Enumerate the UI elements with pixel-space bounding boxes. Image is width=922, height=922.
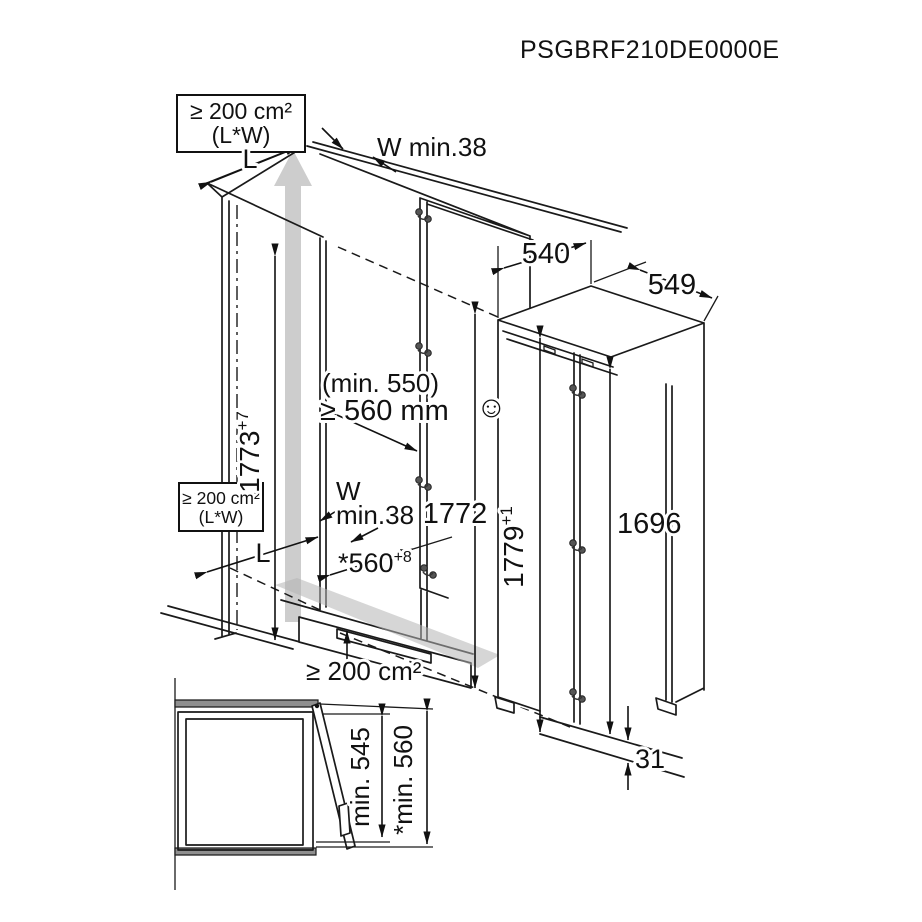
door-handle: [338, 802, 351, 837]
hinge-icon: [420, 564, 437, 579]
niche-depth-note: (min. 550): [322, 368, 439, 398]
niche-depth-dim: ≥ 560 mm: [320, 395, 449, 427]
plinth-vent-slot: [336, 628, 432, 664]
appliance-foot: [655, 697, 677, 716]
hinge-icon: [415, 342, 432, 357]
top-vent-box: ≥ 200 cm² (L*W): [176, 94, 306, 153]
top-rail-slot: [543, 345, 594, 368]
vent-width-arrow-bottom-a: [350, 527, 379, 543]
smiley-icon: ☺: [476, 391, 507, 424]
door-height-dim: 1696: [617, 508, 682, 540]
vent-length-label-top: L: [242, 144, 257, 174]
top-vent-dims-label: (L*W): [212, 122, 271, 148]
plan-depth-min-dim: min. 545: [345, 727, 375, 827]
door-pivot: [314, 703, 320, 709]
vent-width-label-mid-val: min.38: [336, 500, 414, 530]
airflow-arrow-up-icon: [274, 150, 312, 622]
vent-width-label-top: W min.38: [377, 132, 487, 162]
appliance-depth-arrow: [490, 242, 587, 276]
appliance-foot: [494, 696, 515, 714]
niche-depth-arrow: [324, 406, 418, 452]
side-vent-dims-label: (L*W): [199, 507, 244, 527]
hinge-icon: [415, 207, 432, 224]
niche-height-dim: 1773+7: [233, 411, 265, 493]
plan-depth-rec-dim: *min. 560: [388, 725, 418, 835]
vent-length-label-bottom: L: [255, 538, 270, 568]
appliance-height-dim: 1779+1: [497, 506, 529, 588]
front-height-dim: 1772: [423, 498, 488, 530]
plinth-gap-dim: 31: [635, 744, 665, 774]
vent-length-arrow-bottom: [193, 536, 319, 580]
appliance-depth-dim: 540: [522, 238, 570, 270]
appliance-width-arrow: [627, 262, 713, 299]
vent-width-arrow-top-a: [321, 127, 344, 150]
bottom-vent-area-label: ≥ 200 cm²: [306, 656, 422, 686]
dimension-arrows: [193, 127, 713, 845]
vent-width-arrow-bottom-b: [319, 509, 339, 522]
hinge-icon: [415, 476, 432, 491]
appliance-width-dim: 549: [648, 269, 696, 301]
cabinet-bottom-panel: [174, 847, 317, 856]
appliance-body-outline: [177, 711, 314, 851]
top-vent-area-label: ≥ 200 cm²: [190, 98, 292, 124]
appliance-drawing: [494, 240, 719, 778]
floor-depth-dim: *560+8: [338, 548, 412, 578]
floor-depth-arrow: [316, 548, 414, 583]
side-vent-box: ≥ 200 cm² (L*W): [178, 482, 264, 532]
cabinet-top-panel: [174, 699, 319, 708]
airflow-arrow-floor-icon: [275, 578, 500, 668]
diagram-title: PSGBRF210DE0000E: [520, 36, 780, 64]
side-vent-area-label: ≥ 200 cm²: [182, 488, 260, 508]
dim-extension-lines: [316, 703, 434, 848]
dim-extension-lines: [497, 240, 719, 322]
vent-width-arrow-top-b: [372, 156, 397, 173]
plan-view-drawing: [174, 678, 434, 890]
vent-width-label-mid-w: W: [336, 476, 361, 506]
